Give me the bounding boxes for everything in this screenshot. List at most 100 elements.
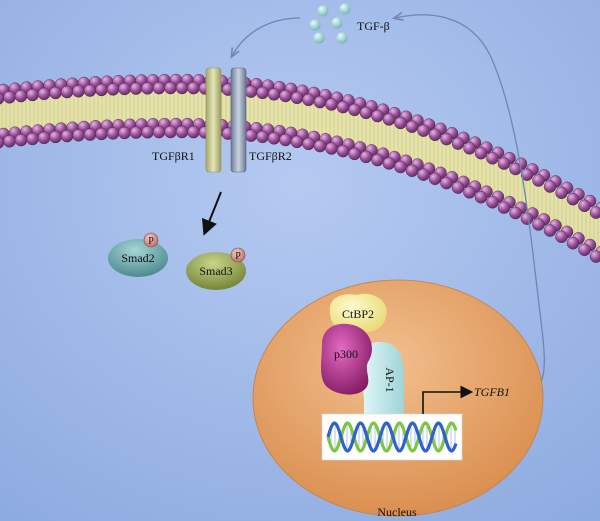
lipid-head bbox=[302, 137, 315, 151]
activation-arrow bbox=[202, 191, 222, 236]
p300-label: p300 bbox=[334, 347, 358, 361]
lipid-head bbox=[267, 88, 281, 101]
lipid-head bbox=[49, 86, 62, 100]
lipid-head bbox=[520, 168, 534, 181]
dna-strand-blue bbox=[326, 421, 458, 453]
lipid-head bbox=[371, 153, 384, 167]
lipid-head bbox=[428, 172, 442, 186]
lipid-head bbox=[302, 93, 315, 107]
lipid-head bbox=[405, 120, 419, 133]
lipid-head bbox=[532, 218, 545, 231]
smad3-label: Smad3 bbox=[199, 264, 232, 278]
receptor2-label: TGFβR2 bbox=[249, 149, 292, 163]
lipid-head bbox=[244, 129, 258, 142]
lipid-head bbox=[486, 196, 499, 209]
lipid-head bbox=[37, 87, 51, 101]
lipid-head bbox=[325, 98, 338, 111]
lipid-head bbox=[60, 129, 74, 143]
lipid-head bbox=[440, 132, 453, 146]
lipid-head bbox=[256, 130, 269, 144]
lipid-head bbox=[26, 88, 39, 102]
lipid-head bbox=[72, 85, 85, 98]
dna-strand-green bbox=[326, 421, 458, 453]
lipid-head bbox=[187, 125, 200, 139]
lipid-head bbox=[359, 106, 373, 120]
lipid-head bbox=[589, 206, 600, 219]
lipid-head bbox=[313, 139, 327, 153]
lipid-tail-band bbox=[0, 86, 600, 254]
feedback-secretion-arrow bbox=[395, 15, 545, 396]
lipid-head bbox=[313, 95, 327, 109]
lipid-head bbox=[106, 83, 120, 96]
nucleus-label: Nucleus bbox=[377, 505, 417, 519]
smad3-phospho-label: P bbox=[235, 251, 241, 262]
lipid-head bbox=[60, 85, 74, 99]
lipid-head bbox=[3, 91, 16, 104]
lipid-head bbox=[555, 230, 568, 243]
lipid-head bbox=[474, 191, 488, 204]
tgf-beta-molecule-icon bbox=[309, 3, 351, 44]
lipid-head bbox=[175, 81, 189, 95]
lipid-head bbox=[141, 126, 154, 139]
smad3-protein: P bbox=[186, 247, 246, 290]
lipid-head bbox=[532, 174, 545, 187]
lipid-head bbox=[290, 91, 304, 105]
lipid-head bbox=[474, 147, 488, 160]
lipid-head bbox=[589, 250, 600, 263]
p300-protein bbox=[321, 323, 372, 395]
lipid-head bbox=[428, 128, 442, 142]
lipid-head bbox=[555, 186, 568, 199]
lipid-head bbox=[417, 168, 430, 181]
lipid-head bbox=[394, 116, 407, 130]
lipid-head bbox=[141, 82, 154, 95]
lipid-head bbox=[26, 132, 39, 146]
lipid-head bbox=[520, 212, 534, 225]
lipid-head bbox=[463, 142, 476, 155]
lipid-head bbox=[279, 89, 292, 103]
lipid-head bbox=[244, 85, 258, 98]
ctbp2-label: CtBP2 bbox=[342, 307, 374, 321]
lipid-head bbox=[83, 84, 97, 97]
lipid-head bbox=[129, 126, 143, 139]
lipid-head bbox=[394, 160, 407, 174]
ap1-protein bbox=[362, 341, 404, 416]
lipid-head bbox=[497, 201, 511, 214]
lipid-head bbox=[336, 144, 350, 158]
lipid-head bbox=[118, 82, 131, 96]
lipid-head bbox=[279, 133, 292, 147]
lipid-head bbox=[566, 237, 580, 250]
lipid-head bbox=[497, 157, 511, 170]
lipid-head bbox=[543, 224, 557, 237]
ligand-binding-arrow bbox=[232, 17, 301, 56]
phosphate-icon bbox=[143, 232, 159, 248]
lipid-head bbox=[95, 83, 108, 97]
lipid-head bbox=[417, 124, 430, 137]
lipid-head bbox=[451, 181, 465, 194]
cell-membrane bbox=[0, 73, 600, 263]
lipid-head bbox=[3, 135, 16, 148]
lipid-head bbox=[164, 125, 177, 139]
lipid-head bbox=[106, 127, 120, 140]
lipid-head bbox=[152, 125, 166, 139]
lipid-head bbox=[95, 127, 108, 141]
lipid-head bbox=[566, 193, 580, 206]
lipid-head bbox=[14, 133, 28, 147]
lipid-head bbox=[348, 147, 361, 161]
lipid-head bbox=[371, 109, 384, 123]
ligand-label: TGF-β bbox=[357, 19, 390, 33]
lipid-head bbox=[405, 164, 419, 177]
lipid-head bbox=[336, 100, 350, 114]
ctbp2-protein bbox=[329, 293, 387, 333]
receptor1-label: TGFβR1 bbox=[152, 149, 195, 163]
lipid-head bbox=[578, 243, 591, 257]
lipid-head bbox=[49, 130, 62, 144]
lipid-head bbox=[578, 199, 591, 213]
lipid-head bbox=[359, 150, 373, 164]
smad2-protein: P bbox=[108, 232, 168, 277]
lipid-head bbox=[129, 82, 143, 95]
lipid-head bbox=[72, 129, 85, 142]
lipid-head bbox=[509, 206, 522, 220]
lipid-head bbox=[290, 135, 304, 149]
